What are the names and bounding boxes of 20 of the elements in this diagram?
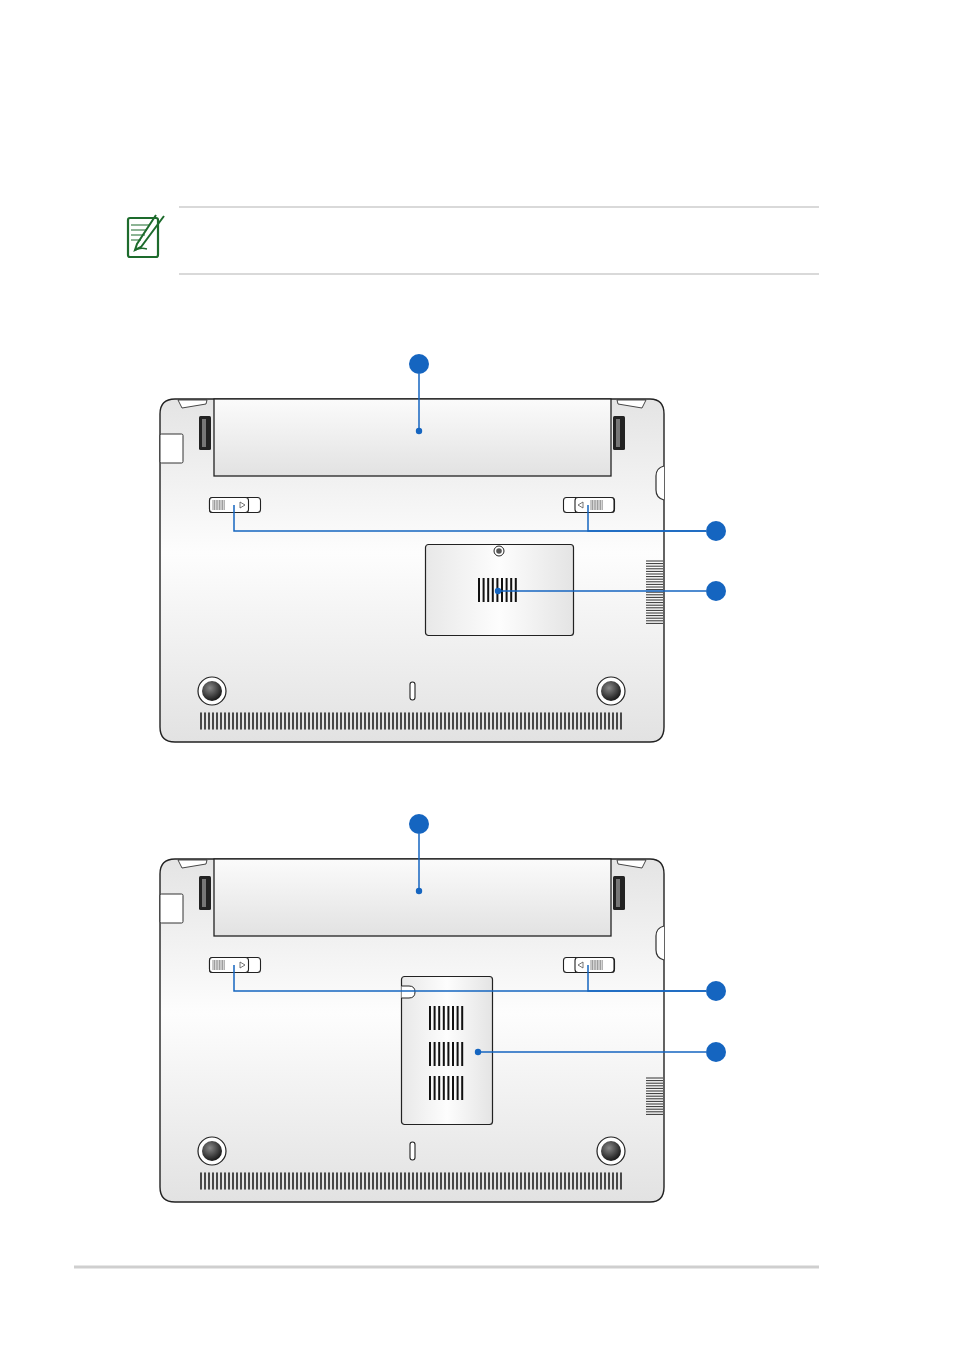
callout-circle [409, 354, 429, 374]
callout-circle [409, 814, 429, 834]
memory-compartment-cover [425, 544, 574, 636]
battery-latch [209, 497, 261, 513]
leader-line [415, 833, 423, 895]
battery-pack [214, 859, 611, 936]
callout-circle [706, 521, 726, 541]
battery-pack [214, 399, 611, 476]
memory-compartment-cover [401, 976, 493, 1125]
battery-latch [563, 957, 615, 973]
leader-line [587, 504, 707, 532]
leader-line [474, 1048, 707, 1056]
battery-latch [209, 957, 261, 973]
callout-circle [706, 581, 726, 601]
leader-line [587, 964, 707, 992]
callout-circle [706, 1042, 726, 1062]
callout-circle [706, 981, 726, 1001]
battery-latch [563, 497, 615, 513]
leader-line [415, 373, 423, 435]
leader-line [494, 587, 707, 595]
